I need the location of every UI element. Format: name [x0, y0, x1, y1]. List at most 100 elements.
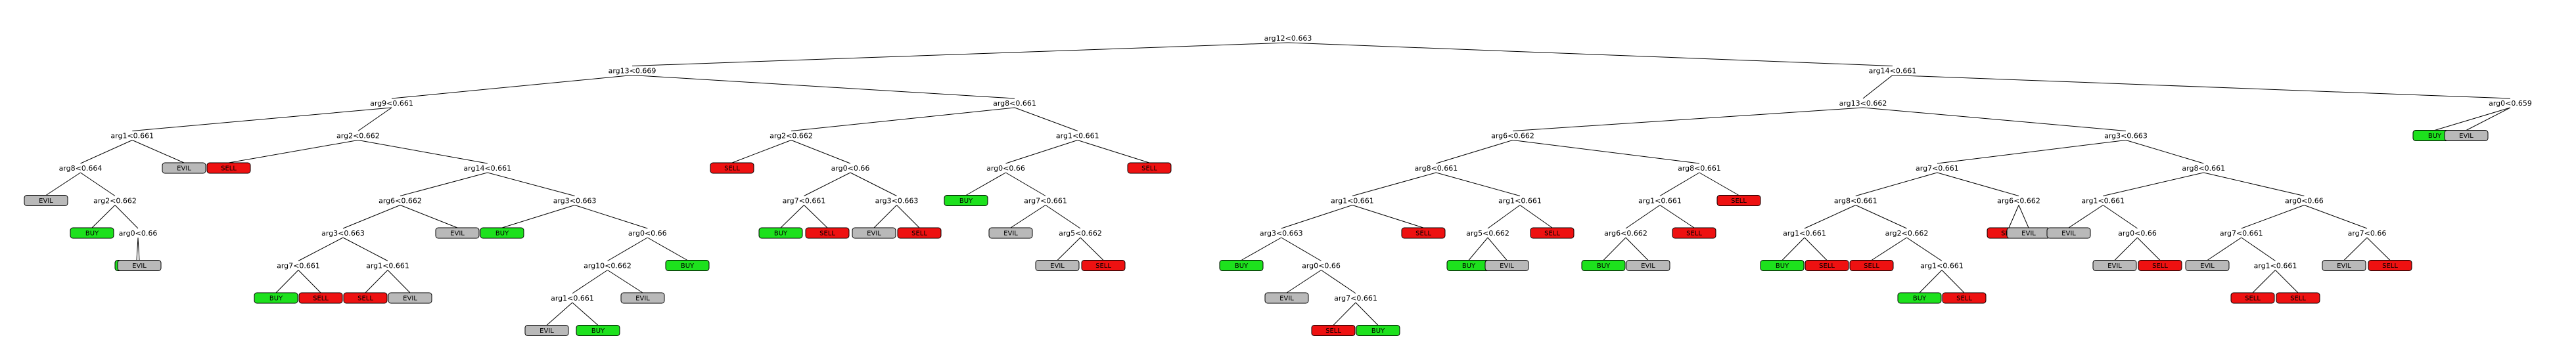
- split-node-label: arg2<0.662: [1885, 229, 1929, 238]
- tree-edge: [2114, 237, 2138, 261]
- leaf-box: [1897, 292, 1942, 304]
- split-node-label: arg3<0.663: [2104, 132, 2148, 140]
- leaf-box: [1311, 325, 1356, 336]
- leaf-label: SELL: [2152, 263, 2168, 270]
- tree-edge: [1855, 205, 1907, 229]
- leaf-label: EVIL: [1641, 263, 1655, 270]
- leaf-box: [1035, 260, 1080, 271]
- leaf-box: [70, 227, 114, 239]
- tree-edge: [1352, 172, 1437, 196]
- split-node-label: arg0<0.66: [2118, 229, 2157, 238]
- leaf-label: BUY: [1913, 295, 1927, 303]
- leaf-box: [988, 227, 1033, 239]
- tree-edge: [791, 140, 851, 164]
- leaf-label: BUY: [774, 230, 788, 238]
- leaf-evil: EVIL: [1626, 260, 1670, 271]
- leaf-box: [2185, 260, 2230, 271]
- leaf-box: [480, 227, 524, 239]
- leaf-label: BUY: [1462, 263, 1476, 270]
- tree-edge: [228, 140, 358, 163]
- leaf-label: SELL: [2382, 263, 2398, 270]
- leaf-label: BUY: [269, 295, 283, 303]
- leaf-buy: BUY: [1219, 260, 1264, 271]
- leaf-evil: EVIL: [2185, 260, 2230, 271]
- tree-edge: [501, 205, 575, 228]
- tree-edge: [342, 237, 388, 261]
- leaf-label: EVIL: [1279, 295, 1294, 303]
- split-node-label: arg3<0.663: [875, 197, 919, 205]
- tree-edge: [2466, 107, 2511, 131]
- tree-edge: [1355, 302, 1379, 326]
- leaf-box: [388, 292, 432, 304]
- split-node-label: arg0<0.659: [2489, 99, 2532, 108]
- leaf-sell: SELL: [206, 162, 251, 174]
- leaf-box: [576, 325, 620, 336]
- leaf-box: [2322, 260, 2366, 271]
- tree-edge: [804, 172, 851, 196]
- leaf-label: EVIL: [1500, 263, 1514, 270]
- tree-edge: [357, 107, 392, 131]
- tree-edge: [114, 205, 139, 229]
- tree-edge: [572, 302, 599, 326]
- tree-edge: [275, 270, 299, 293]
- tree-edge: [1862, 107, 2127, 131]
- leaf-box: [1805, 260, 1849, 271]
- split-node-label: arg0<0.66: [119, 229, 158, 238]
- leaf-sell: SELL: [2276, 292, 2320, 304]
- tree-edge: [607, 270, 643, 293]
- leaf-label: SELL: [819, 230, 835, 238]
- split-node-label: arg2<0.662: [770, 132, 813, 140]
- leaf-buy: BUY: [758, 227, 803, 239]
- split-node-label: arg1<0.661: [1056, 132, 1099, 140]
- tree-edge: [572, 270, 608, 294]
- leaf-box: [524, 325, 569, 336]
- tree-edge: [647, 237, 688, 261]
- split-node-label: arg8<0.664: [59, 164, 103, 173]
- leaf-evil: EVIL: [852, 227, 896, 239]
- leaf-box: [1530, 227, 1575, 239]
- split-node-label: arg5<0.662: [1466, 229, 1509, 238]
- leaf-label: EVIL: [540, 328, 554, 335]
- split-node-label: arg3<0.663: [1260, 229, 1303, 238]
- leaf-buy: BUY: [1356, 325, 1400, 336]
- split-node-label: arg1<0.661: [1331, 197, 1374, 205]
- leaf-sell: SELL: [1401, 227, 1446, 239]
- tree-edge: [2068, 205, 2104, 228]
- split-node-label: arg8<0.661: [993, 99, 1036, 108]
- split-node-label: arg0<0.66: [628, 229, 667, 238]
- leaf-label: EVIL: [2459, 133, 2473, 140]
- tree-edge: [1625, 237, 1649, 261]
- leaf-evil: EVIL: [524, 325, 569, 336]
- split-node-label: arg6<0.662: [1604, 229, 1647, 238]
- tree-edge: [1005, 140, 1078, 164]
- tree-edge: [80, 140, 133, 164]
- leaf-sell: SELL: [1081, 260, 1126, 271]
- leaf-box: [2138, 260, 2182, 271]
- tree-edge: [1080, 237, 1104, 261]
- split-node-label: arg7<0.661: [277, 262, 320, 270]
- split-node-label: arg1<0.661: [2254, 262, 2297, 270]
- tree-edge: [1804, 205, 1856, 229]
- tree-edge: [1487, 205, 1521, 229]
- leaf-box: [1581, 260, 1626, 271]
- tree-edge: [342, 205, 401, 229]
- leaf-evil: EVIL: [2006, 227, 2051, 239]
- leaf-evil: EVIL: [1035, 260, 1080, 271]
- leaf-box: [2276, 292, 2320, 304]
- tree-edge: [91, 205, 116, 228]
- split-node-label: arg0<0.66: [2285, 197, 2324, 205]
- leaf-box: [1219, 260, 1264, 271]
- leaf-label: EVIL: [2021, 230, 2036, 238]
- leaf-label: BUY: [1235, 263, 1249, 270]
- tree-edge: [850, 172, 897, 196]
- tree-edge: [1871, 237, 1907, 261]
- tree-edge: [1937, 140, 2127, 164]
- split-node-label: arg12<0.663: [1264, 34, 1312, 43]
- leaf-sell: SELL: [1311, 325, 1356, 336]
- leaf-box: [897, 227, 942, 239]
- leaf-buy: BUY: [254, 292, 298, 304]
- tree-edge: [1487, 237, 1507, 261]
- leaf-label: EVIL: [2200, 263, 2215, 270]
- leaf-sell: SELL: [1805, 260, 1849, 271]
- leaf-label: EVIL: [450, 230, 465, 238]
